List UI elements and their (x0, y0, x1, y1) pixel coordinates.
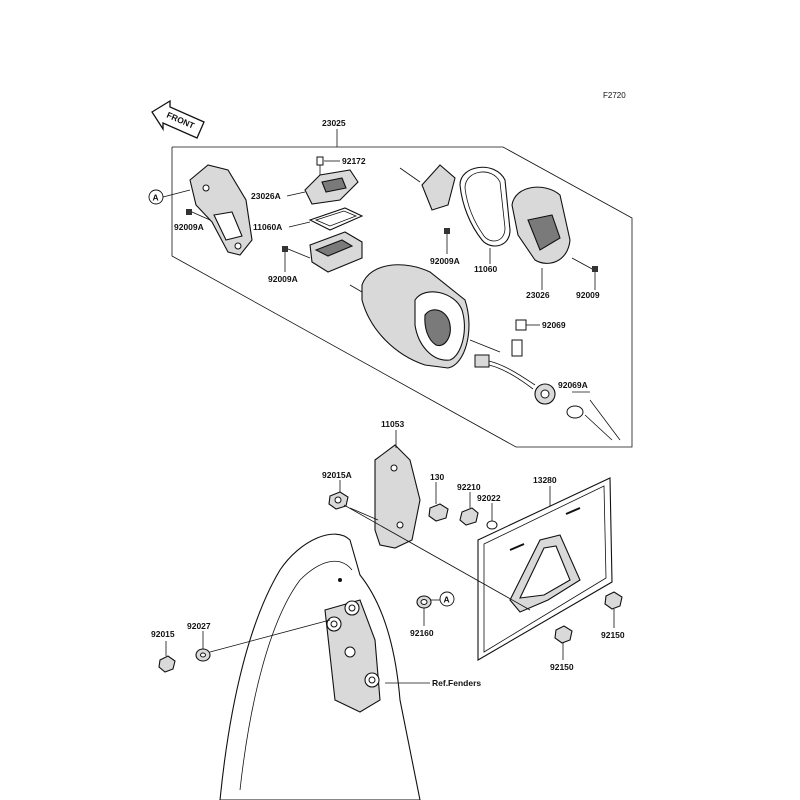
label-92160: 92160 (410, 628, 434, 638)
tail-lamp-lens-23026 (511, 186, 571, 264)
label-92009a-2: 92009A (268, 274, 298, 284)
figure-id: F2720 (603, 91, 626, 100)
label-23026a: 23026A (251, 191, 281, 201)
label-23026: 23026 (526, 290, 550, 300)
label-92027: 92027 (187, 621, 211, 631)
label-92009: 92009 (576, 290, 600, 300)
front-arrow-icon: FRONT (151, 99, 205, 139)
callout-a-right: A (439, 591, 455, 607)
label-92022: 92022 (477, 493, 501, 503)
label-92015: 92015 (151, 629, 175, 639)
nut-92210 (459, 492, 479, 526)
tail-lamp-housing (361, 264, 470, 369)
assembly-frame (171, 146, 633, 448)
label-92172: 92172 (342, 156, 366, 166)
label-23025: 23025 (322, 118, 346, 128)
license-bracket-11053 (374, 444, 421, 549)
bolt-92150-right (604, 591, 623, 628)
svg-text:A: A (444, 595, 450, 605)
mounting-bracket (189, 164, 253, 256)
bolt-92009a-mid (282, 246, 311, 259)
bolt-92009a-right (444, 228, 450, 254)
label-11053: 11053 (381, 419, 404, 429)
wiring-harness (474, 339, 556, 405)
label-92069: 92069 (542, 320, 566, 330)
callout-a-left: A (148, 189, 191, 205)
label-92015a: 92015A (322, 470, 352, 480)
label-92069a: 92069A (558, 380, 588, 390)
bulb-92069a (566, 391, 621, 441)
license-plate-holder-13280 (477, 477, 613, 661)
gasket-11060 (459, 166, 511, 247)
label-11060a: 11060A (253, 222, 282, 232)
rear-fender (219, 533, 421, 800)
svg-text:A: A (153, 193, 159, 203)
label-92150-2: 92150 (550, 662, 574, 672)
nut-92015 (158, 641, 176, 673)
label-92150-1: 92150 (601, 630, 625, 640)
bolt-92150-bottom (554, 625, 573, 660)
grommet-92160 (416, 595, 440, 626)
bolt-130 (428, 482, 449, 522)
label-92210: 92210 (457, 482, 481, 492)
bolt-92009a-left (186, 209, 211, 221)
nut-92015a (328, 480, 349, 510)
label-92009a-3: 92009A (430, 256, 460, 266)
label-11060: 11060 (474, 264, 497, 274)
label-130: 130 (430, 472, 444, 482)
license-lamp-lens-23026a (304, 169, 359, 205)
license-lamp-housing (309, 231, 363, 273)
washer-92022 (486, 503, 498, 530)
label-13280: 13280 (533, 475, 557, 485)
grommet-92069 (515, 319, 540, 331)
gasket-11060a (308, 207, 364, 231)
tail-lamp-reflector (399, 164, 456, 211)
washer-92027 (195, 619, 331, 662)
label-ref-fenders: Ref.Fenders (432, 678, 481, 688)
label-92009a-1: 92009A (174, 222, 204, 232)
screw-92009 (571, 257, 598, 290)
